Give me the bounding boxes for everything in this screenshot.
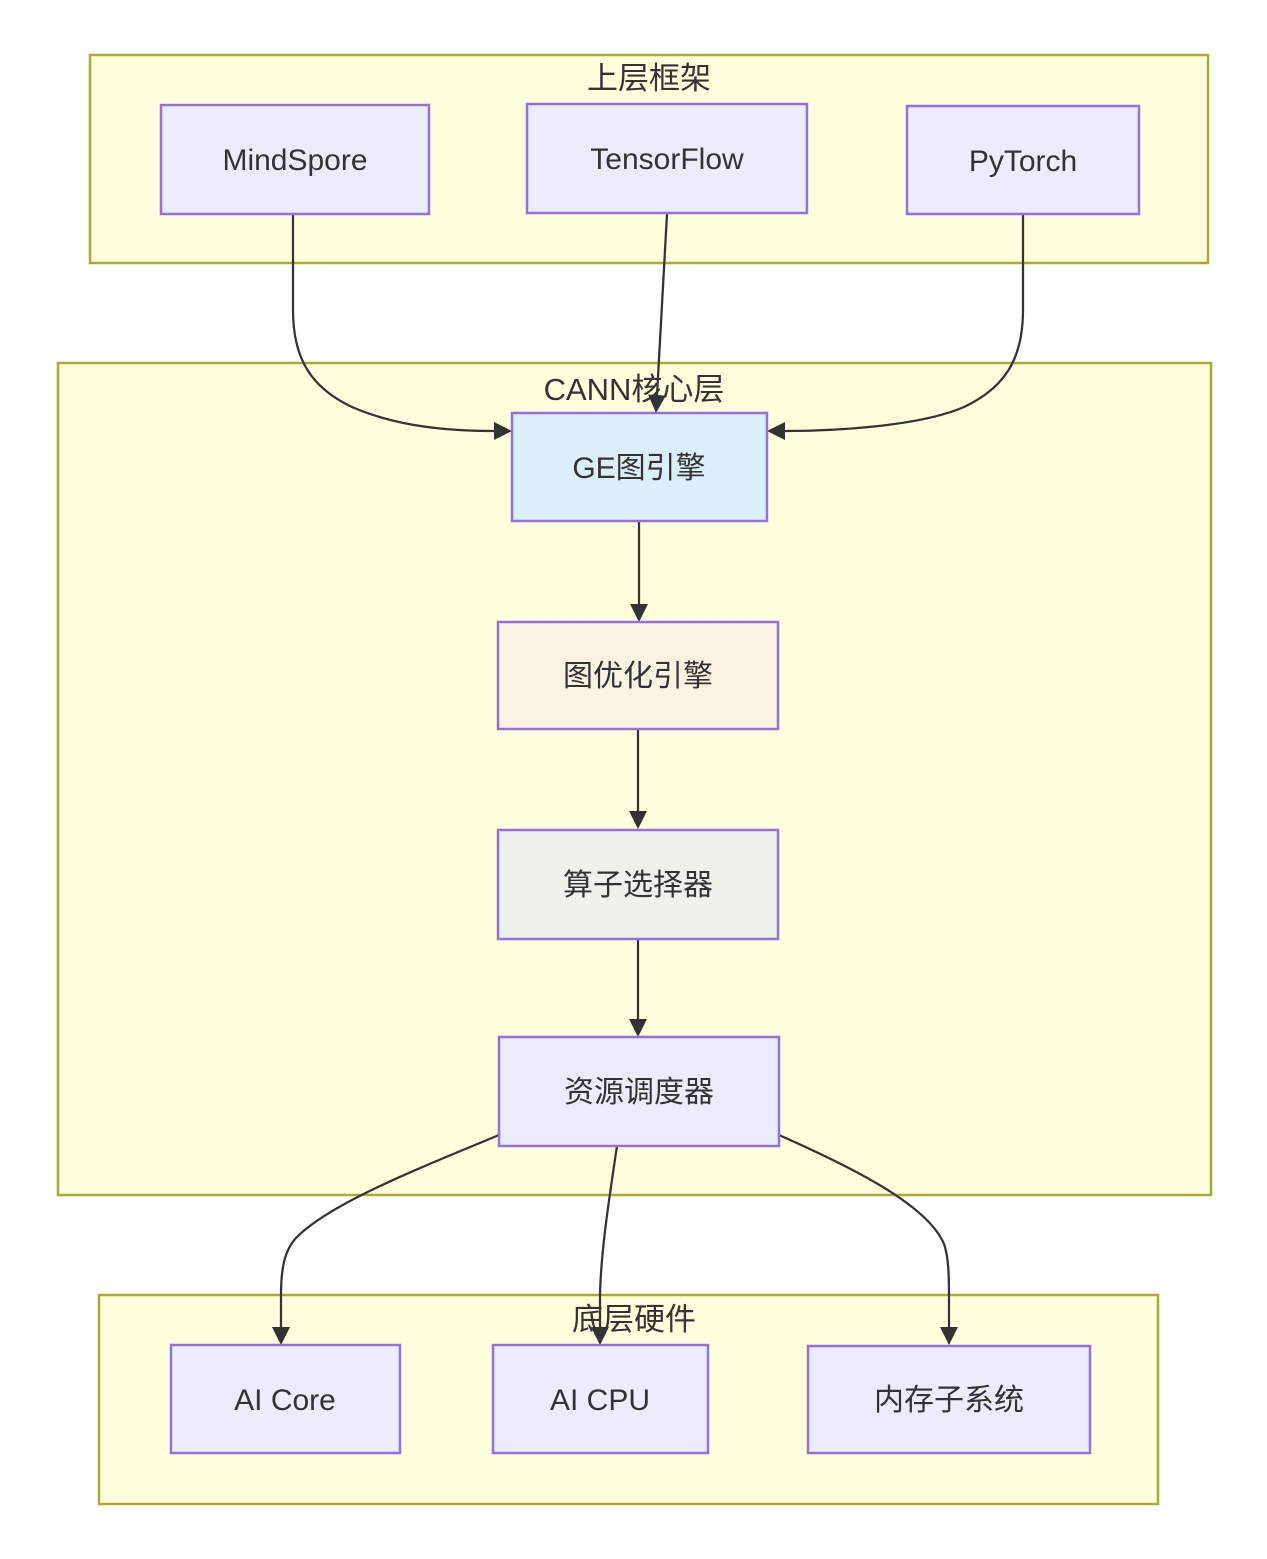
edge-scheduler-to-memory	[778, 1133, 958, 1345]
node-memory-subsystem	[806, 1344, 1092, 1455]
node-resource-scheduler	[497, 1035, 781, 1148]
node-graph-optimizer	[496, 620, 780, 731]
edge-scheduler-to-aicpu	[591, 1145, 619, 1345]
cluster-cann-title: CANN核心层	[544, 372, 725, 407]
node-resource-scheduler-label: 资源调度器	[564, 1076, 714, 1109]
node-pytorch	[905, 104, 1141, 216]
node-ai-core	[169, 1343, 402, 1455]
node-mindspore-label: MindSpore	[222, 144, 367, 177]
node-ai-cpu-label: AI CPU	[550, 1384, 650, 1417]
node-tensorflow-label: TensorFlow	[590, 143, 744, 176]
node-mindspore	[159, 103, 431, 216]
edge-pytorch-to-ge	[767, 214, 1025, 440]
node-ge-engine-label: GE图引擎	[572, 452, 705, 485]
node-memory-subsystem-label: 内存子系统	[874, 1384, 1024, 1417]
node-pytorch-label: PyTorch	[969, 145, 1077, 178]
node-ai-cpu	[491, 1343, 710, 1455]
cluster-upper-title: 上层框架	[587, 61, 711, 96]
edge-tensorflow-to-ge	[648, 213, 669, 413]
node-operator-selector-label: 算子选择器	[563, 869, 713, 902]
node-operator-selector	[496, 828, 780, 941]
edge-mindspore-to-ge	[291, 214, 512, 440]
node-ai-core-label: AI Core	[234, 1384, 336, 1417]
node-graph-optimizer-label: 图优化引擎	[563, 660, 713, 693]
node-ge-engine	[510, 411, 769, 523]
edge-scheduler-to-aicore	[272, 1133, 500, 1345]
node-tensorflow	[525, 102, 809, 215]
cluster-hardware-title: 底层硬件	[572, 1302, 696, 1337]
